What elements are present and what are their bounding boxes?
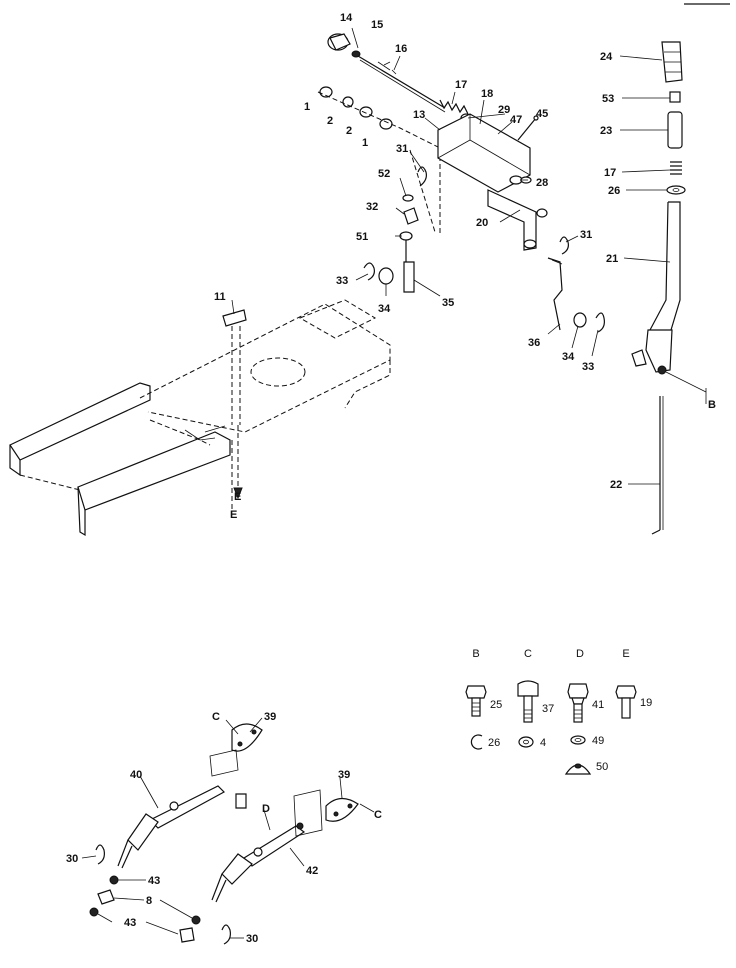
callout-28: 28: [536, 177, 548, 189]
callout-20: 20: [476, 217, 488, 229]
callout-c-upper: C: [212, 711, 220, 723]
callout-24: 24: [600, 51, 613, 63]
legend-washer-c-number: 4: [540, 737, 546, 749]
callout-53: 53: [602, 93, 614, 105]
callout-b: B: [708, 399, 716, 411]
callout-18: 18: [481, 88, 493, 100]
callout-42: 42: [306, 865, 318, 877]
callout-21: 21: [606, 253, 618, 265]
callout-17-lever: 17: [604, 167, 616, 179]
callout-34-left: 34: [378, 303, 391, 315]
callout-34-right: 34: [562, 351, 575, 363]
callout-26: 26: [608, 185, 620, 197]
legend-bolt-e-number: 19: [640, 697, 652, 709]
callout-c-lower: C: [374, 809, 382, 821]
callout-30-left: 30: [66, 853, 78, 865]
callout-2b: 2: [346, 125, 352, 137]
linkage-assembly: [81, 717, 375, 945]
callout-d: D: [262, 803, 270, 815]
callout-47: 47: [510, 114, 522, 126]
callout-43-lower: 43: [124, 917, 136, 929]
frame-assembly: [9, 299, 391, 537]
callout-32: 32: [366, 201, 378, 213]
callout-36: 36: [528, 337, 540, 349]
callout-45: 45: [536, 108, 548, 120]
callout-23: 23: [600, 125, 612, 137]
legend-header-d: D: [576, 648, 584, 660]
callout-1b: 1: [362, 137, 368, 149]
callout-33-left: 33: [336, 275, 348, 287]
legend-washer-b-number: 26: [488, 737, 500, 749]
callout-15: 15: [371, 19, 383, 31]
callout-39-lower: 39: [338, 769, 350, 781]
callout-22: 22: [610, 479, 622, 491]
legend-washer-d-number: 49: [592, 735, 604, 747]
callout-31-top: 31: [396, 143, 408, 155]
callout-2a: 2: [327, 115, 333, 127]
callout-43-upper: 43: [148, 875, 160, 887]
legend-washer-e-number: 50: [596, 761, 608, 773]
legend-bolt-b-number: 25: [490, 699, 502, 711]
callout-16: 16: [395, 43, 407, 55]
legend-header-c: C: [524, 648, 532, 660]
shift-rod-assembly: [231, 27, 605, 357]
callout-e-lower: E: [230, 509, 237, 521]
callout-11: 11: [214, 291, 226, 303]
legend-header-e: E: [622, 648, 629, 660]
callout-e-upper: E: [234, 491, 241, 503]
legend-header-b: B: [472, 648, 479, 660]
callout-17-rod: 17: [455, 79, 467, 91]
callout-labels: 14 15 16 1 2 2 1 17 18 29 47 45 13 28 31…: [66, 12, 716, 945]
callout-33-right: 33: [582, 361, 594, 373]
callout-31-right: 31: [580, 229, 592, 241]
callout-1a: 1: [304, 101, 310, 113]
lever-assembly: [619, 41, 707, 535]
callout-40: 40: [130, 769, 142, 781]
callout-13: 13: [413, 109, 425, 121]
callout-35: 35: [442, 297, 454, 309]
callout-52: 52: [378, 168, 390, 180]
callout-39-upper: 39: [264, 711, 276, 723]
callout-14: 14: [340, 12, 353, 24]
legend-bolt-d-number: 41: [592, 699, 604, 711]
callout-51: 51: [356, 231, 368, 243]
callout-29: 29: [498, 104, 510, 116]
hardware-legend: B C D E 25 37 41 19 26 4 49 50: [465, 648, 652, 775]
legend-bolt-c-number: 37: [542, 703, 554, 715]
callout-30-right: 30: [246, 933, 258, 945]
callout-8: 8: [146, 895, 152, 907]
